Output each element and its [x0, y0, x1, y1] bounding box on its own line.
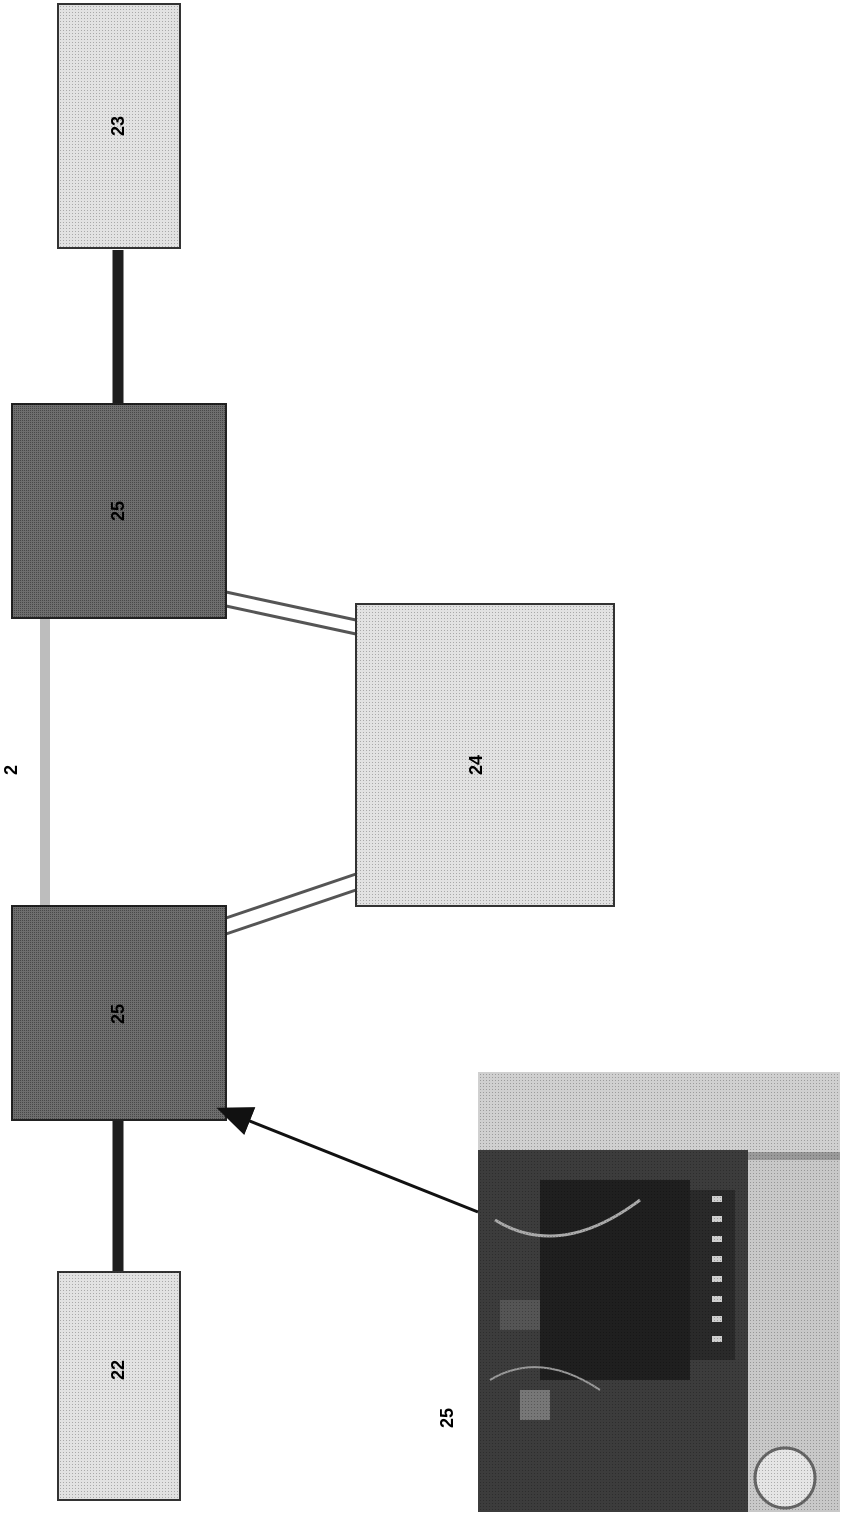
block-25-lower: 25: [11, 905, 227, 1121]
photo-label: 25: [437, 1408, 457, 1428]
block-25-upper: 25: [11, 403, 227, 619]
double-link-lower: [225, 872, 357, 936]
block-22: 22: [57, 1271, 181, 1501]
pointer-arrow: [216, 1107, 479, 1214]
block-23: 23: [57, 3, 181, 249]
double-link-upper: [225, 590, 357, 636]
bus-label: 2: [1, 765, 21, 775]
block-24: 24: [355, 603, 615, 907]
circuit-board-photo: [478, 1072, 840, 1512]
block-25-lower-label: 25: [108, 1004, 128, 1024]
block-24-label: 24: [466, 755, 486, 775]
block-23-label: 23: [108, 116, 128, 136]
block-22-label: 22: [108, 1360, 128, 1380]
block-25-upper-label: 25: [108, 501, 128, 521]
